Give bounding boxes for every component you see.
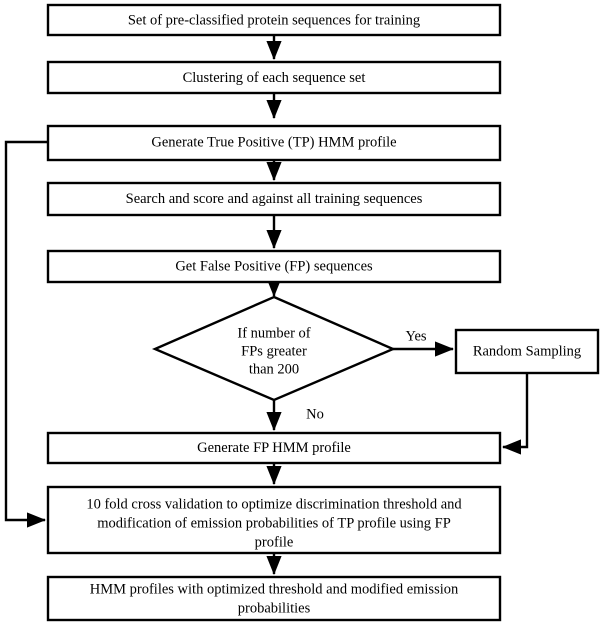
node-final-profiles-label-line1: HMM profiles with optimized threshold an… <box>90 581 459 597</box>
node-fp-decision-label-line3: than 200 <box>249 361 299 377</box>
edge-tp-profile-feedback-to-cross-validation <box>4 140 48 528</box>
edge-label-no: No <box>306 406 324 422</box>
edge-label-yes: Yes <box>405 328 426 344</box>
node-training-set: Set of pre-classified protein sequences … <box>46 3 502 37</box>
node-cross-validation-label-line1: 10 fold cross validation to optimize dis… <box>86 496 462 512</box>
node-training-set-label: Set of pre-classified protein sequences … <box>128 12 420 28</box>
node-tp-profile: Generate True Positive (TP) HMM profile <box>46 124 502 162</box>
node-search-score-label: Search and score and against all trainin… <box>126 191 423 207</box>
node-random-sampling-label: Random Sampling <box>473 343 581 359</box>
node-fp-decision-label-line1: If number of <box>237 325 310 341</box>
node-clustering-label: Clustering of each sequence set <box>183 70 366 86</box>
node-final-profiles-label-line2: probabilities <box>238 600 311 616</box>
node-fp-decision-label-line2: FPs greater <box>241 343 307 359</box>
node-fp-decision: If number of FPs greater than 200 <box>151 295 397 402</box>
node-get-fp: Get False Positive (FP) sequences <box>46 249 502 284</box>
node-clustering: Clustering of each sequence set <box>46 60 502 95</box>
node-fp-profile: Generate FP HMM profile <box>46 431 502 465</box>
node-random-sampling: Random Sampling <box>454 328 600 375</box>
node-get-fp-label: Get False Positive (FP) sequences <box>175 258 373 274</box>
node-cross-validation-label-line2: modification of emission probabilities o… <box>97 515 451 531</box>
edge-random-sampling-to-fp-profile <box>502 373 529 455</box>
node-cross-validation-label-line3: profile <box>255 534 294 550</box>
node-final-profiles: HMM profiles with optimized threshold an… <box>46 575 502 622</box>
node-fp-profile-label: Generate FP HMM profile <box>197 440 351 456</box>
node-cross-validation: 10 fold cross validation to optimize dis… <box>46 485 502 555</box>
node-search-score: Search and score and against all trainin… <box>46 181 502 217</box>
node-tp-profile-label: Generate True Positive (TP) HMM profile <box>151 134 396 150</box>
